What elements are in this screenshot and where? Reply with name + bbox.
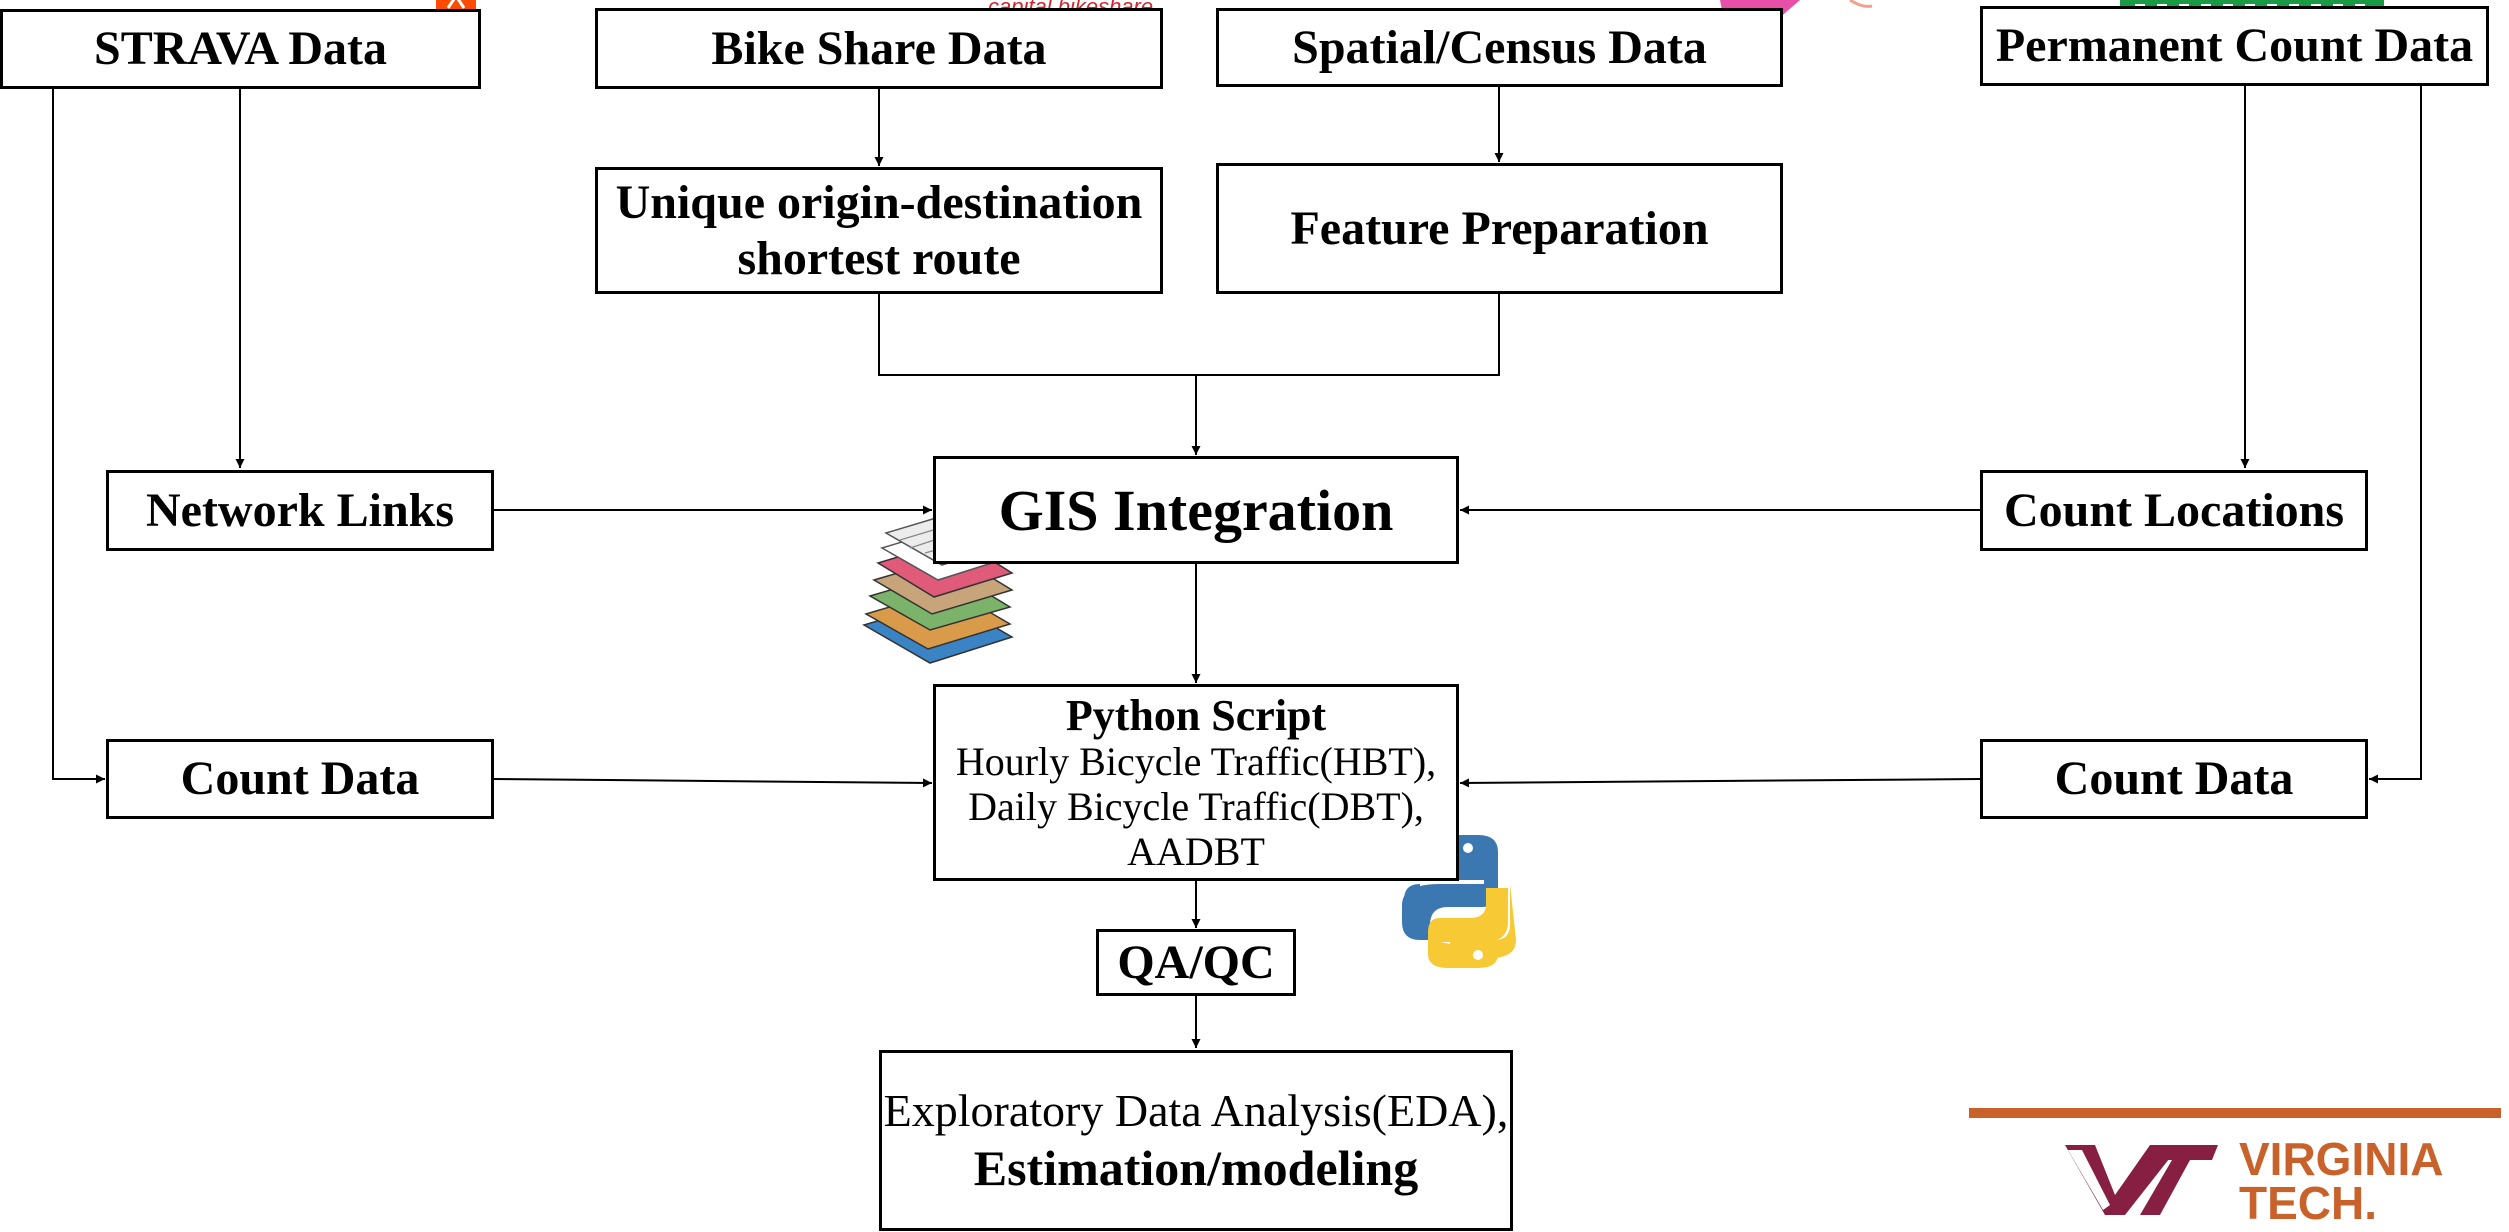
node-network-links: Network Links	[106, 470, 494, 551]
node-line: AADBT	[1127, 828, 1265, 874]
node-spatial-census-data: Spatial/Census Data	[1216, 8, 1783, 87]
node-count-data-left: Count Data	[106, 739, 494, 819]
node-label-line2: shortest route	[737, 231, 1021, 285]
node-eda-modeling: Exploratory Data Analysis(EDA), Estimati…	[879, 1050, 1513, 1231]
node-label: GIS Integration	[998, 477, 1394, 543]
node-count-locations: Count Locations	[1980, 470, 2368, 551]
node-python-script: Python Script Hourly Bicycle Traffic(HBT…	[933, 684, 1459, 881]
node-bike-share-data: Bike Share Data	[595, 8, 1163, 89]
vt-orange-rule	[1969, 1108, 2501, 1118]
node-line: Daily Bicycle Traffic(DBT),	[968, 783, 1424, 829]
node-gis-integration: GIS Integration	[933, 456, 1459, 564]
node-line: Exploratory Data Analysis(EDA),	[883, 1084, 1509, 1136]
node-title: Python Script	[1065, 690, 1327, 740]
node-label: QA/QC	[1117, 935, 1275, 989]
vt-wordmark-line1: VIRGINIA	[2239, 1133, 2444, 1185]
node-label: Count Data	[180, 752, 420, 806]
vt-wordmark-line2: TECH.	[2239, 1176, 2377, 1229]
node-od-shortest-route: Unique origin-destination shortest route	[595, 167, 1163, 294]
arrow-count-python-left	[492, 778, 933, 788]
vt-mark-icon	[2065, 1145, 2218, 1215]
virginia-tech-wordmark: VIRGINIA TECH.	[2239, 1133, 2444, 1229]
node-label-line1: Unique origin-destination	[615, 176, 1143, 230]
arrow-permanent-count	[2369, 86, 2422, 784]
node-label: Bike Share Data	[711, 21, 1047, 75]
node-label: Permanent Count Data	[1995, 19, 2474, 73]
node-label: Feature Preparation	[1290, 201, 1709, 255]
node-feature-preparation: Feature Preparation	[1216, 163, 1783, 294]
node-label: Count Locations	[2003, 483, 2345, 537]
arrow-strava-count	[52, 88, 105, 784]
node-count-data-right: Count Data	[1980, 739, 2368, 819]
node-label: STRAVA Data	[94, 22, 387, 76]
node-label: Count Data	[2054, 752, 2294, 806]
node-title: Estimation/modeling	[973, 1140, 1419, 1197]
node-permanent-count-data: Permanent Count Data	[1980, 6, 2489, 86]
merge-connector	[878, 293, 1500, 376]
virginia-tech-logo	[1969, 1108, 2501, 1215]
node-label: Spatial/Census Data	[1292, 20, 1707, 74]
arrow-count-python-right	[1459, 778, 1981, 788]
node-strava-data: STRAVA Data	[0, 9, 481, 89]
node-qaqc: QA/QC	[1096, 929, 1296, 996]
python-logo-icon	[1402, 835, 1516, 968]
node-label: Network Links	[145, 483, 455, 537]
node-line: Hourly Bicycle Traffic(HBT),	[955, 738, 1437, 784]
